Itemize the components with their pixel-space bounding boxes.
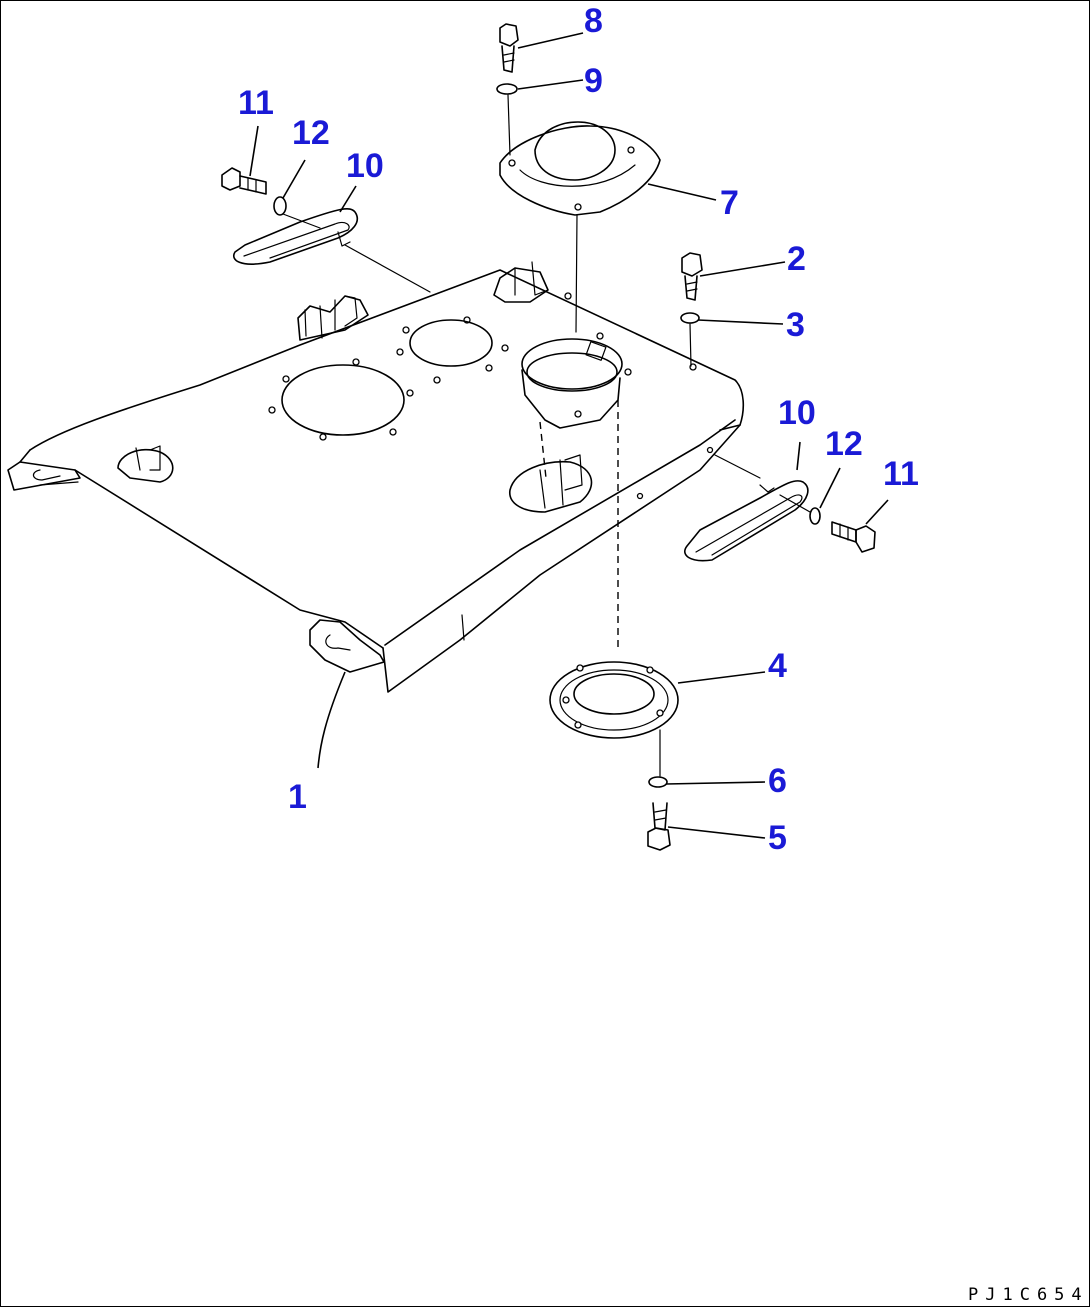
callout-6: 6: [768, 762, 787, 800]
ring-plate: [549, 661, 679, 739]
bolt-5-icon: [647, 802, 671, 851]
callout-7: 7: [720, 184, 739, 222]
callout-8: 8: [584, 2, 603, 40]
leader-lines: [249, 32, 889, 839]
callout-10-right: 10: [778, 394, 816, 432]
left-handle-assembly: [221, 167, 359, 265]
washer-6-icon: [648, 776, 668, 788]
callout-1: 1: [288, 778, 307, 816]
callout-10-left: 10: [346, 147, 384, 185]
callout-11-left: 11: [238, 84, 274, 122]
right-handle-assembly: [684, 480, 876, 562]
callouts: 1 2 3 4 5 6 7 8 9 10 10 11 11 12 12: [238, 2, 919, 857]
callout-3: 3: [786, 306, 805, 344]
callout-5: 5: [768, 819, 787, 857]
bolt-8-icon: [499, 23, 519, 73]
callout-2: 2: [787, 240, 806, 278]
cover-plate: [499, 121, 661, 216]
callout-4: 4: [768, 647, 787, 685]
drawing-code: PJ1C654: [968, 1285, 1089, 1305]
washer-9-icon: [496, 83, 518, 95]
callout-12-right: 12: [825, 425, 863, 463]
bolt-2-icon: [681, 252, 703, 301]
floor-plate: [7, 261, 745, 693]
callout-12-left: 12: [292, 114, 330, 152]
callout-9: 9: [584, 62, 603, 100]
callout-11-right: 11: [883, 455, 919, 493]
assembly-lines: [282, 94, 811, 777]
washer-3-icon: [680, 312, 700, 324]
